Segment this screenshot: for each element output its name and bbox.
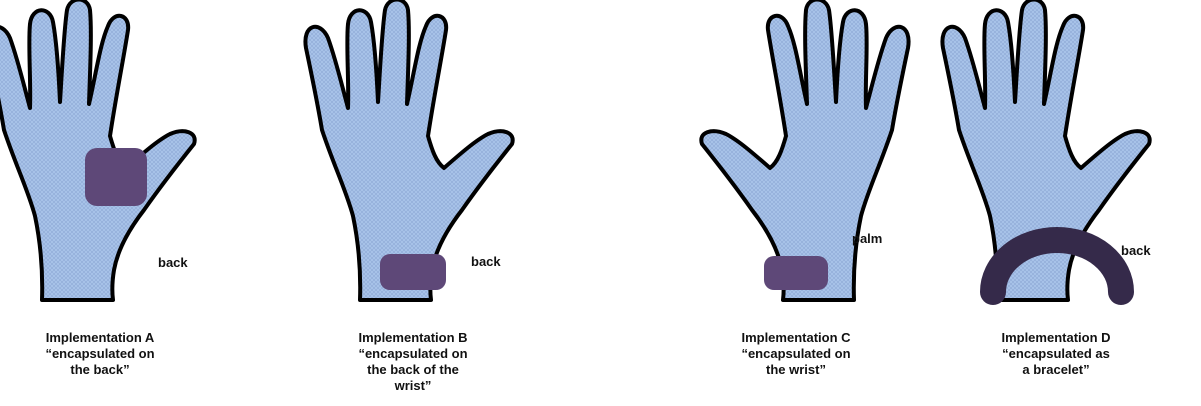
device-wrist xyxy=(764,256,828,290)
caption-d-title: Implementation D xyxy=(961,330,1151,346)
hand-d xyxy=(942,0,1149,300)
caption-implementation-c: Implementation C “encapsulated on the wr… xyxy=(701,330,891,378)
caption-b-title: Implementation B xyxy=(318,330,508,346)
caption-implementation-b: Implementation B “encapsulated on the ba… xyxy=(318,330,508,394)
caption-c-line: “encapsulated on xyxy=(701,346,891,362)
caption-implementation-d: Implementation D “encapsulated as a brac… xyxy=(961,330,1151,378)
side-label-d: back xyxy=(1121,243,1151,258)
hand-c xyxy=(701,0,908,300)
caption-b-line: the back of the xyxy=(318,362,508,378)
caption-b-line: “encapsulated on xyxy=(318,346,508,362)
caption-c-line: the wrist” xyxy=(701,362,891,378)
caption-a-line: “encapsulated on xyxy=(5,346,195,362)
caption-b-line: wrist” xyxy=(318,378,508,394)
side-label-a: back xyxy=(158,255,188,270)
side-label-c: palm xyxy=(852,231,882,246)
device-back-of-wrist xyxy=(380,254,446,290)
side-label-b: back xyxy=(471,254,501,269)
caption-a-line: the back” xyxy=(5,362,195,378)
caption-implementation-a: Implementation A “encapsulated on the ba… xyxy=(5,330,195,378)
caption-d-line: a bracelet” xyxy=(961,362,1151,378)
caption-a-title: Implementation A xyxy=(5,330,195,346)
caption-d-line: “encapsulated as xyxy=(961,346,1151,362)
device-back-of-hand xyxy=(85,148,147,206)
caption-c-title: Implementation C xyxy=(701,330,891,346)
